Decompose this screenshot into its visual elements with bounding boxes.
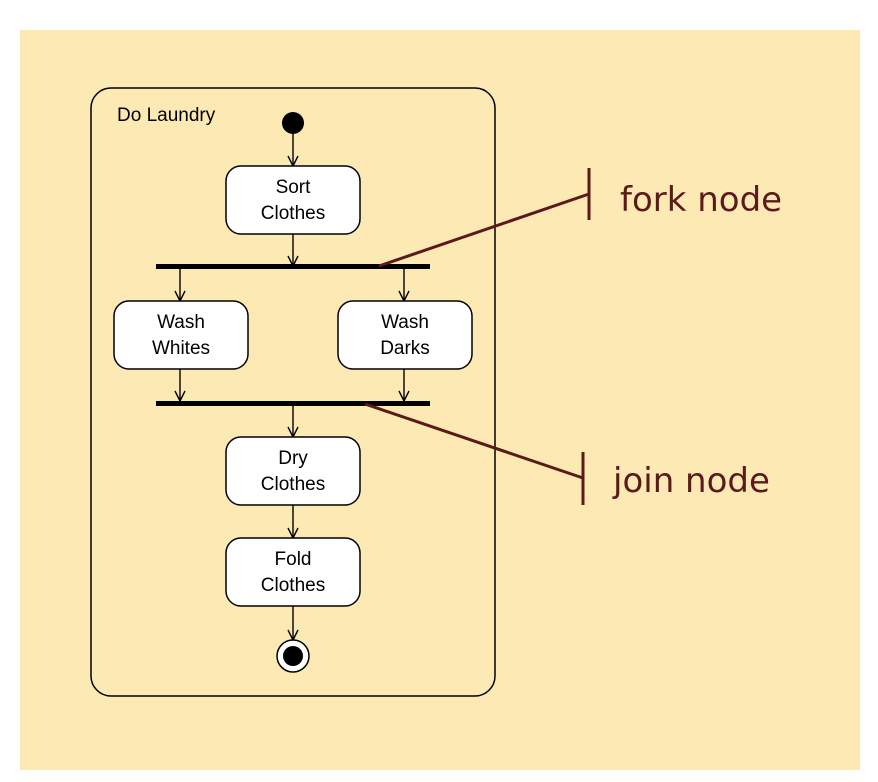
fork-node-callout [378, 168, 591, 268]
action-fold-clothes-line-1: Fold [275, 549, 312, 570]
action-wash-darks-line-1: Wash [381, 312, 429, 333]
action-wash-whites-line-1: Wash [157, 312, 205, 333]
join-node-label: join node [612, 461, 770, 501]
fork-bar [156, 264, 430, 269]
action-dry-clothes: Dry Clothes [225, 436, 361, 506]
control-flows [180, 134, 404, 640]
join-node-callout [364, 402, 585, 505]
action-dry-clothes-line-2: Clothes [261, 474, 325, 495]
action-fold-clothes-line-2: Clothes [261, 575, 325, 596]
join-bar [156, 401, 430, 406]
action-sort-clothes-line-2: Clothes [261, 203, 325, 224]
action-sort-clothes: Sort Clothes [225, 165, 361, 235]
fork-node-leader-line [378, 192, 590, 268]
activity-frame [90, 87, 496, 697]
activity-final-node [276, 639, 310, 673]
initial-node [282, 112, 304, 134]
action-wash-whites-line-2: Whites [152, 338, 210, 359]
activity-title: Do Laundry [117, 105, 216, 126]
action-dry-clothes-line-1: Dry [278, 448, 308, 469]
join-node-leader-line [364, 402, 584, 480]
action-wash-whites: Wash Whites [113, 300, 249, 370]
action-wash-darks: Wash Darks [337, 300, 473, 370]
fork-node-label: fork node [620, 180, 782, 220]
action-wash-darks-line-2: Darks [380, 338, 430, 359]
action-fold-clothes: Fold Clothes [225, 537, 361, 607]
action-sort-clothes-line-1: Sort [276, 177, 312, 198]
diagram-background-panel [20, 30, 860, 770]
